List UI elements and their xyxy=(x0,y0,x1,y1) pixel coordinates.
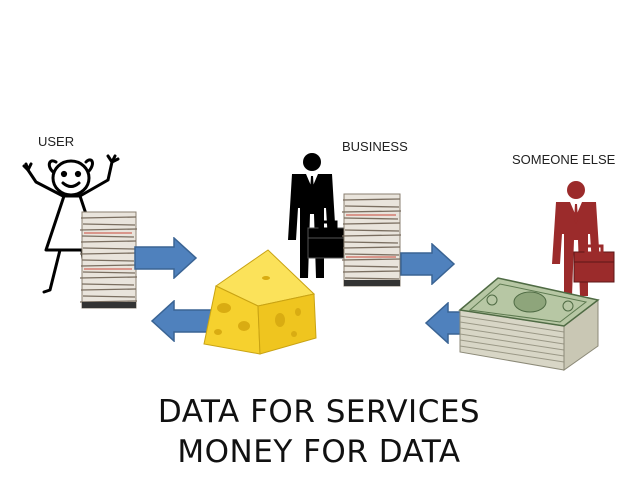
label-business: BUSINESS xyxy=(342,139,408,154)
money-stack-icon xyxy=(458,277,600,371)
businessman-icon xyxy=(288,153,349,278)
arrow-right-data-to-someone-else xyxy=(400,243,456,285)
caption-line-2: MONEY FOR DATA xyxy=(177,434,461,470)
cheese-icon xyxy=(203,249,317,355)
label-someone-else: SOMEONE ELSE xyxy=(512,152,616,167)
label-user: USER xyxy=(38,134,75,149)
paper-stack-icon xyxy=(79,211,138,309)
paper-stack-icon xyxy=(341,193,402,287)
caption-line-1: DATA FOR SERVICES xyxy=(157,394,481,430)
arrow-right-data-to-business xyxy=(134,237,198,279)
businessman-icon xyxy=(552,181,615,296)
